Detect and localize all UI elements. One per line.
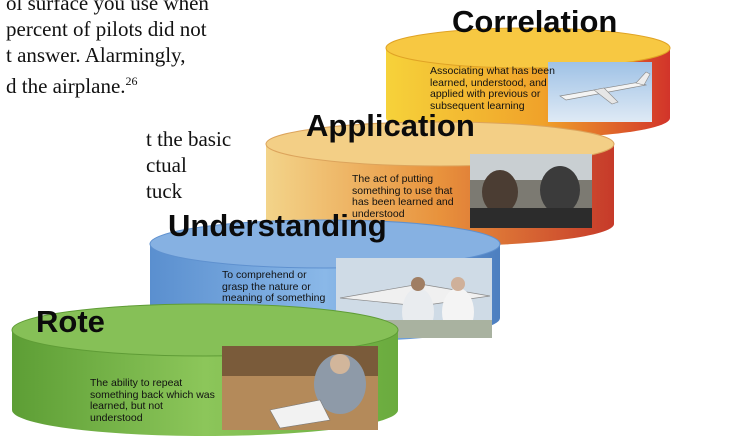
student-reading-photo xyxy=(222,346,378,430)
body-text-line-6: ctual xyxy=(146,153,187,177)
body-text-line-1: ol surface you use when xyxy=(6,0,209,15)
understanding-title: Understanding xyxy=(168,208,387,243)
understanding-description: To comprehend or grasp the nature or mea… xyxy=(222,269,326,304)
body-text-line-3: t answer. Alarmingly, xyxy=(6,43,186,67)
body-text-line-4: d the airplane.26 xyxy=(6,68,138,99)
rote-title: Rote xyxy=(36,304,105,339)
application-description: The act of putting something to use that… xyxy=(352,173,454,220)
body-text-line-4-text: d the airplane. xyxy=(6,74,126,98)
correlation-cylinder-top xyxy=(385,27,671,69)
understanding-cylinder-top xyxy=(149,219,501,269)
body-text-line-7: tuck xyxy=(146,179,183,203)
body-text-line-2: percent of pilots did not xyxy=(6,17,207,41)
application-title: Application xyxy=(306,108,475,143)
footnote-marker: 26 xyxy=(125,74,138,88)
application-level xyxy=(265,121,615,246)
jet-airplane-photo xyxy=(548,62,652,122)
correlation-level xyxy=(385,27,671,138)
rote-cylinder-top xyxy=(11,303,399,357)
correlation-title: Correlation xyxy=(452,4,618,39)
body-text-line-5: t the basic xyxy=(146,127,232,151)
correlation-description: Associating what has been learned, under… xyxy=(430,65,555,112)
rote-description: The ability to repeat something back whi… xyxy=(90,377,215,424)
cockpit-photo xyxy=(470,154,592,228)
rote-level xyxy=(11,303,399,436)
